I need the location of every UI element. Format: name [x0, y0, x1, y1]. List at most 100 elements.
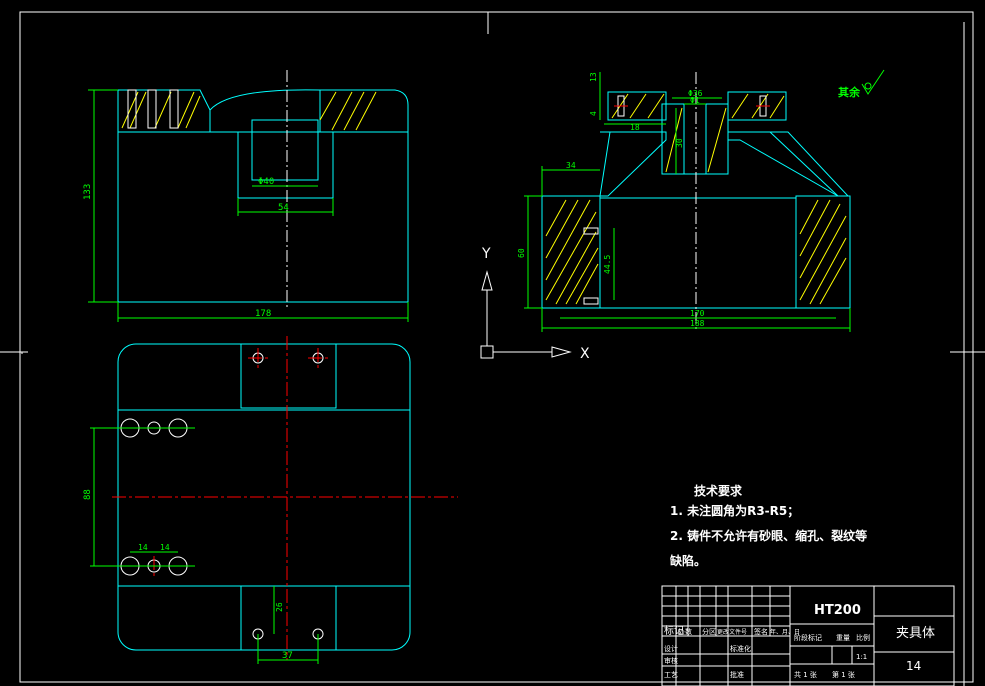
ucs-x-arrow-icon: [551, 346, 572, 358]
tb-row-review: 审核: [664, 656, 678, 665]
front-top-arc: [209, 89, 321, 111]
hatch-line: [707, 107, 727, 173]
roughness-circle-icon: [864, 82, 872, 90]
section-dim-flange: 34: [566, 161, 576, 170]
hatch-line: [799, 199, 831, 257]
tb-row-standard: 标准化: [730, 644, 751, 653]
top-center-lines: [112, 336, 458, 660]
tb-header-zone: 分区: [702, 627, 716, 636]
thread-hole: [583, 297, 599, 305]
front-top-right: [319, 89, 409, 132]
front-dim-bore-outer: 54: [278, 203, 289, 213]
tb-number: 14: [906, 659, 921, 673]
top-dim-vertical: 88: [83, 489, 93, 500]
section-center-boss: [661, 103, 729, 175]
tb-header-count: 处数: [678, 627, 692, 636]
tech-req-item-1: 1. 未注圆角为R3-R5；: [670, 503, 799, 518]
hatch-line: [343, 91, 365, 131]
hatch-line: [154, 91, 172, 129]
technical-requirements: 技术要求 1. 未注圆角为R3-R5； 2. 铸件不允许有砂眼、缩孔、裂纹等 缺…: [670, 483, 867, 568]
front-top-left: [117, 89, 211, 132]
section-center-bore: [683, 103, 707, 175]
top-view-outline: [117, 343, 411, 651]
tb-row-approve: 批准: [730, 670, 744, 679]
outer-border: [19, 11, 974, 683]
ucs-x-label: X: [580, 346, 590, 362]
roughness-check-icon: [861, 69, 885, 95]
section-dim-bore-mid: Φ1: [690, 96, 700, 105]
slot: [169, 89, 179, 129]
slot: [127, 89, 137, 129]
section-dim-inner-height: 44.5: [603, 255, 612, 274]
tb-stage: 阶段标记: [794, 633, 822, 642]
top-slot-lower: [240, 585, 337, 651]
front-bore-inner: [251, 119, 319, 181]
tb-header-sign: 签名: [754, 627, 768, 636]
top-slot-upper: [240, 343, 337, 409]
section-left-rib: [598, 131, 667, 197]
section-dim-small: 4: [589, 111, 598, 116]
front-view[interactable]: 133 Φ40 54 178: [83, 70, 409, 322]
tb-scale-label: 比例: [856, 633, 870, 642]
hatch-line: [545, 211, 597, 301]
hatch-line: [185, 95, 201, 129]
hatch-line: [647, 93, 665, 119]
hatch-line: [799, 215, 847, 301]
tb-part-name: 夹具体: [896, 626, 935, 641]
top-dim-spacing-1: 14: [138, 543, 148, 552]
tb-header-change: 更改文件号: [717, 628, 747, 636]
hatch-line: [731, 93, 749, 119]
section-dim-hole: 18: [630, 123, 640, 132]
hatch-line: [319, 91, 337, 121]
hatch-line: [819, 257, 847, 305]
tb-sheet-current: 第 1 张: [832, 670, 855, 679]
top-dim-spacing-2: 14: [160, 543, 170, 552]
tb-row-process: 工艺: [664, 671, 678, 679]
top-view[interactable]: 88 14 14 26 37: [83, 336, 458, 664]
hatch-line: [545, 199, 567, 237]
tb-scale: 1:1: [856, 653, 867, 661]
section-dim-depth: 30: [675, 138, 684, 148]
hatch-line: [629, 93, 647, 119]
section-dim-outer-width: 188: [690, 319, 705, 328]
surface-finish-symbol: 其余: [838, 69, 885, 99]
section-view[interactable]: 13 Φ36 Φ1 30 18 4 34 60 44.5 170 188: [517, 72, 851, 332]
front-dimensions: [88, 89, 409, 322]
hatch-line: [545, 199, 579, 259]
title-block[interactable]: 标记 处数 分区 更改文件号 签名 年、月、日 设计 标准化 审核 工艺 批准 …: [661, 585, 955, 686]
tb-row-design: 设计: [664, 644, 678, 653]
hatch-line: [545, 199, 591, 281]
section-line: [769, 131, 839, 197]
hatch-line: [575, 263, 599, 305]
hatch-line: [665, 107, 683, 173]
top-dim-slot-height: 26: [275, 602, 284, 612]
section-dimensions: [524, 72, 851, 332]
hatch-line: [331, 91, 353, 131]
ucs-y-arrow-icon: [481, 270, 493, 291]
tb-sheet-total: 共 1 张: [794, 670, 817, 679]
front-dim-height: 133: [83, 184, 93, 200]
hatch-line: [565, 247, 599, 305]
slot: [147, 89, 157, 129]
front-slots: [127, 89, 179, 129]
hatch-line: [809, 237, 847, 305]
section-dim-inner-width: 170: [690, 309, 705, 318]
drawing-frame: [0, 11, 985, 686]
tb-header-date: 年、月、日: [770, 628, 800, 636]
section-dim-bore-top: Φ36: [688, 89, 703, 98]
hatch-line: [177, 91, 195, 129]
hatch-line: [799, 203, 841, 279]
front-body: [117, 131, 409, 303]
hatch-line: [555, 231, 597, 305]
tech-req-title: 技术要求: [694, 483, 743, 498]
section-dim-body-height: 60: [517, 248, 526, 258]
front-dim-bore-inner: Φ40: [258, 177, 274, 187]
tech-req-item-2: 2. 铸件不允许有砂眼、缩孔、裂纹等: [670, 528, 867, 543]
ucs-y-label: Y: [481, 246, 491, 262]
section-top-left-flange: [607, 91, 667, 121]
hatch-line: [355, 91, 377, 131]
tb-header-mark: 标记: [664, 625, 684, 637]
top-dimensions: [90, 427, 319, 664]
ucs-icon: [480, 270, 572, 359]
